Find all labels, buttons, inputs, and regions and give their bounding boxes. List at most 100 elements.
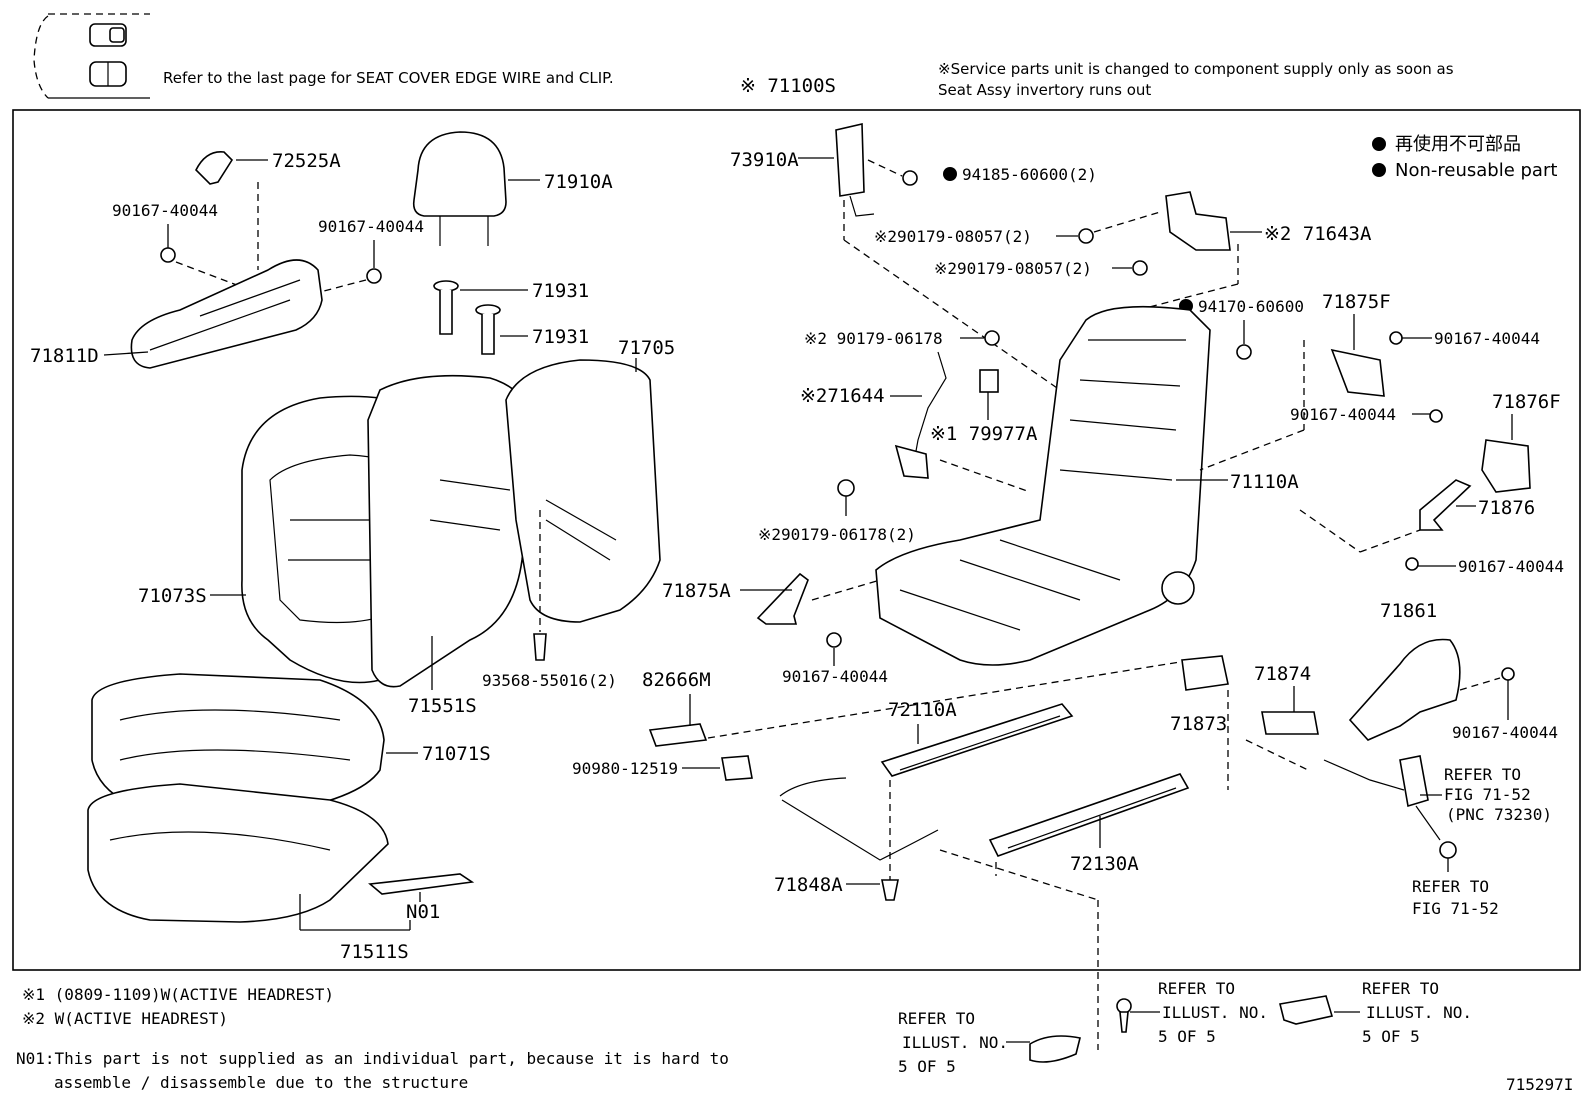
label-71931-a: 71931 [532,280,589,302]
label-71861: 71861 [1380,600,1437,622]
frame-bracket-part [1419,479,1472,531]
label-94170: 94170-60600 [1198,297,1304,316]
cover-clip-part [195,151,234,185]
screw-icon [1405,557,1419,571]
diagram-frame [12,109,1581,971]
footnote-2: ※2 W(ACTIVE HEADREST) [22,1009,228,1028]
non-reusable-dot-icon [1372,163,1386,177]
ref-illust-a3: 5 OF 5 [898,1057,956,1076]
ref-illust-a1: REFER TO [898,1009,975,1028]
screw-icon [826,632,842,648]
illustration-id: 715297I [1506,1075,1573,1094]
label-71874: 71874 [1254,663,1311,685]
ref-fig-a2: FIG 71-52 [1444,785,1531,804]
label-90167-g: 90167-40044 [1452,723,1558,742]
label-90167-e: 90167-40044 [1458,557,1564,576]
connector-part [721,755,753,781]
edge-wire-legend-box [33,13,150,99]
ref-illust-a2: ILLUST. NO. [902,1033,1008,1052]
label-N01: N01 [406,901,440,923]
label-71511S: 71511S [340,941,409,963]
label-71644: ※271644 [800,385,885,407]
screw-icon [366,268,382,284]
label-71910A: 71910A [544,171,613,193]
seat-frame-part [875,305,1211,666]
screw-icon [1116,998,1132,1014]
label-72110A: 72110A [888,699,957,721]
bracket-part [1261,711,1319,735]
footnote-n01-line1: N01:This part is not supplied as an indi… [16,1049,729,1068]
label-90167-f: 90167-40044 [782,667,888,686]
nut-icon [1439,841,1457,859]
label-71876F: 71876F [1492,391,1561,413]
screw-icon [160,247,176,263]
label-71875F: 71875F [1322,291,1391,313]
label-71876: 71876 [1478,497,1535,519]
bolt-part [881,879,899,901]
label-71705: 71705 [618,337,675,359]
footnote-n01-line2: assemble / disassemble due to the struct… [54,1073,468,1092]
label-90179-08057-b: ※290179-08057(2) [934,259,1092,278]
cover-part-reference [1279,995,1334,1025]
label-82666M: 82666M [642,669,711,691]
nut-icon [984,330,1000,346]
service-note-line2: Seat Assy invertory runs out [938,81,1151,99]
label-73910A: 73910A [730,149,799,171]
label-94185: 94185-60600(2) [962,165,1097,184]
label-71875A: 71875A [662,580,731,602]
label-71811D: 71811D [30,345,99,367]
seatback-board-part [505,359,661,623]
label-90179-06178-a: ※2 90179-06178 [804,329,943,348]
sensor-pad-part [979,369,999,393]
ref-fig-a3: (PNC 73230) [1446,805,1552,824]
ref-fig-a1: REFER TO [1444,765,1521,784]
label-71643A: ※2 71643A [1264,223,1372,245]
frame-cover-part [1330,348,1385,397]
seatback-pad-part [367,374,537,688]
screw-icon [1501,667,1515,681]
screw-icon [1429,409,1443,423]
ref-illust-b1: REFER TO [1158,979,1235,998]
headrest-part [412,131,507,217]
label-90167-d: 90167-40044 [1290,405,1396,424]
nut-icon [1236,344,1252,360]
ref-fig-b1: REFER TO [1412,877,1489,896]
ref-illust-c2: ILLUST. NO. [1366,1003,1472,1022]
clip-part [533,633,547,661]
service-note-line1: ※Service parts unit is changed to compon… [938,60,1454,78]
headrest-guide-part [475,304,501,316]
headrest-guide-part [433,280,459,292]
label-93568: 93568-55016(2) [482,671,617,690]
frame-cover-part [1481,439,1531,493]
frame-cover-part [756,572,809,625]
label-71110A: 71110A [1230,471,1299,493]
label-90167-c: 90167-40044 [1434,329,1540,348]
ref-illust-c1: REFER TO [1362,979,1439,998]
screw-icon [1389,331,1403,345]
label-71873: 71873 [1170,713,1227,735]
label-71551S: 71551S [408,695,477,717]
seat-adjuster-inner-part [880,703,1074,777]
ref-fig-b2: FIG 71-52 [1412,899,1499,918]
edge-wire-note: Refer to the last page for SEAT COVER ED… [163,69,614,87]
active-headrest-link-part [1165,191,1231,251]
label-90167-b: 90167-40044 [318,217,424,236]
nut-icon [902,170,918,186]
nut-icon [1132,260,1148,276]
ref-illust-b2: ILLUST. NO. [1162,1003,1268,1022]
bracket-part [1181,655,1229,691]
label-90179-06178-b: ※290179-06178(2) [758,525,916,544]
label-71848A: 71848A [774,874,843,896]
legend-non-reusable-jp: 再使用不可部品 [1395,134,1521,155]
footnote-1: ※1 (0809-1109)W(ACTIVE HEADREST) [22,985,334,1004]
label-72525A: 72525A [272,150,341,172]
nut-icon [837,479,855,497]
ref-illust-b3: 5 OF 5 [1158,1027,1216,1046]
label-71073S: 71073S [138,585,207,607]
recliner-cover-part [1348,638,1461,741]
wire-harness-part [913,351,947,463]
label-90167-a: 90167-40044 [112,201,218,220]
nut-icon [1078,228,1094,244]
cushion-pad-part [87,783,389,923]
